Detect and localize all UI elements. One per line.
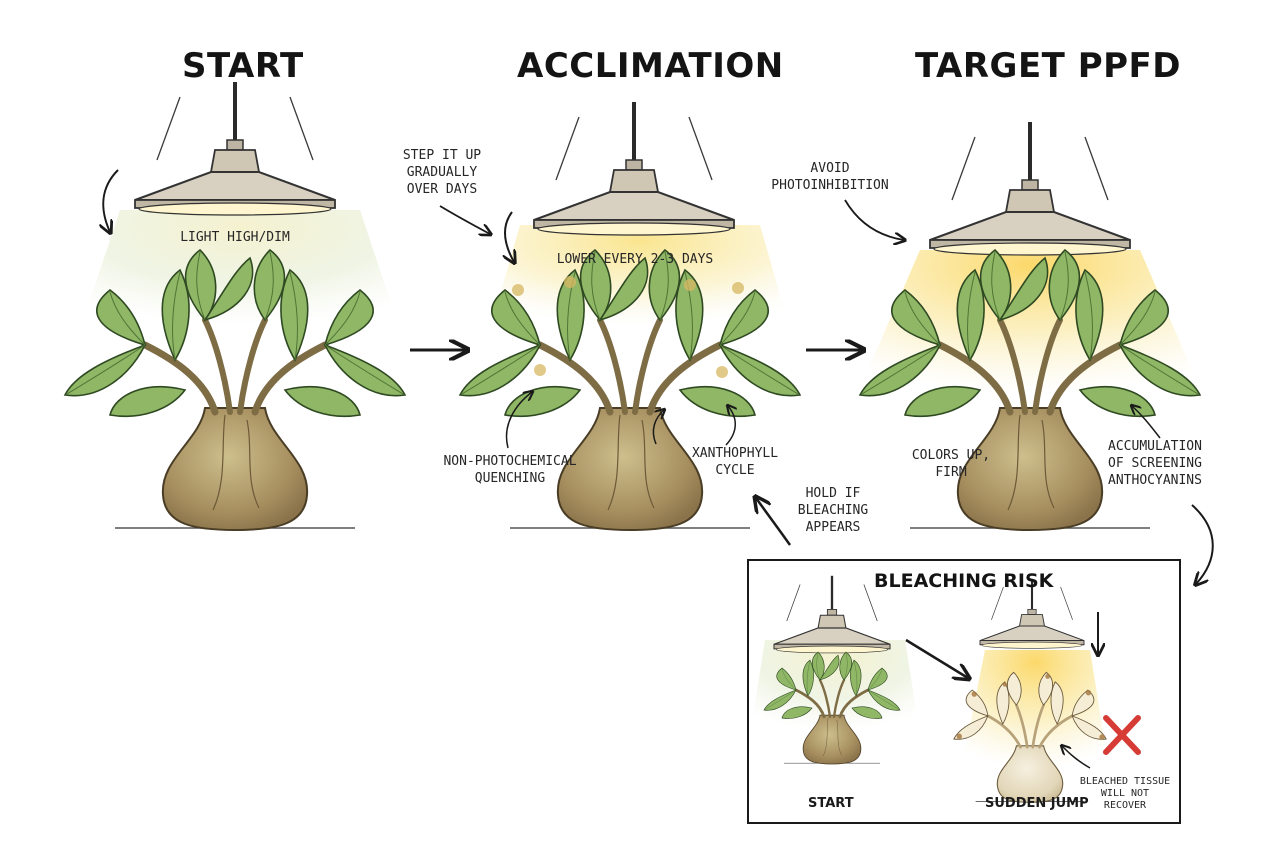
arrow-icon <box>505 211 514 262</box>
note-colors-up: COLORS UP, FIRM <box>911 448 991 480</box>
note-hold-if-bleaching: HOLD IF BLEACHING APPEARS <box>797 486 869 535</box>
arrow-icon <box>1132 406 1161 439</box>
arrow-icon <box>439 205 490 234</box>
stage-acclimation-graphic <box>439 100 800 530</box>
arrow-icon <box>756 498 792 546</box>
note-anthocyanins: ACCUMULATION OF SCREENING ANTHOCYANINS <box>1108 439 1202 488</box>
arrow-icon <box>1191 504 1214 584</box>
red-x-icon <box>1103 715 1141 755</box>
note-xanthophyll-cycle: XANTHOPHYLL CYCLE <box>691 446 779 478</box>
note-light-high-dim: LIGHT HIGH/DIM <box>180 230 290 245</box>
arrow-icon <box>505 392 532 449</box>
arrow-icon <box>652 410 664 445</box>
stage-title-start: START <box>182 46 304 86</box>
arrow-icon <box>1062 746 1091 769</box>
stage-target-graphic <box>756 120 1214 584</box>
bleaching-risk-title: BLEACHING RISK <box>874 570 1054 592</box>
stage-start-graphic <box>65 80 405 530</box>
note-lower-every: LOWER EVERY 2-3 DAYS <box>556 252 714 267</box>
grow-lamp-icon <box>532 100 736 237</box>
note-avoid-photoinhibition: AVOID PHOTOINHIBITION <box>771 161 889 193</box>
note-bleached-tissue: BLEACHED TISSUE WILL NOT RECOVER <box>1079 776 1171 811</box>
bleaching-start-label: START <box>808 796 854 811</box>
light-glow <box>855 250 1205 400</box>
arrow-icon <box>103 169 119 232</box>
bleaching-risk-panel <box>747 559 1181 824</box>
note-non-photochemical-quenching: NON-PHOTOCHEMICAL QUENCHING <box>443 454 577 486</box>
note-step-up: STEP IT UP GRADUALLY OVER DAYS <box>402 148 482 197</box>
bleaching-sudden-jump-label: SUDDEN JUMP <box>985 796 1089 811</box>
grow-lamp-icon <box>133 80 337 217</box>
arrow-icon <box>844 199 904 240</box>
arrow-icon <box>905 638 968 678</box>
grow-lamp-icon <box>928 120 1132 257</box>
stage-title-acclimation: ACCLIMATION <box>517 46 784 86</box>
stage-title-target: TARGET PPFD <box>915 46 1181 86</box>
arrow-icon <box>726 406 735 446</box>
